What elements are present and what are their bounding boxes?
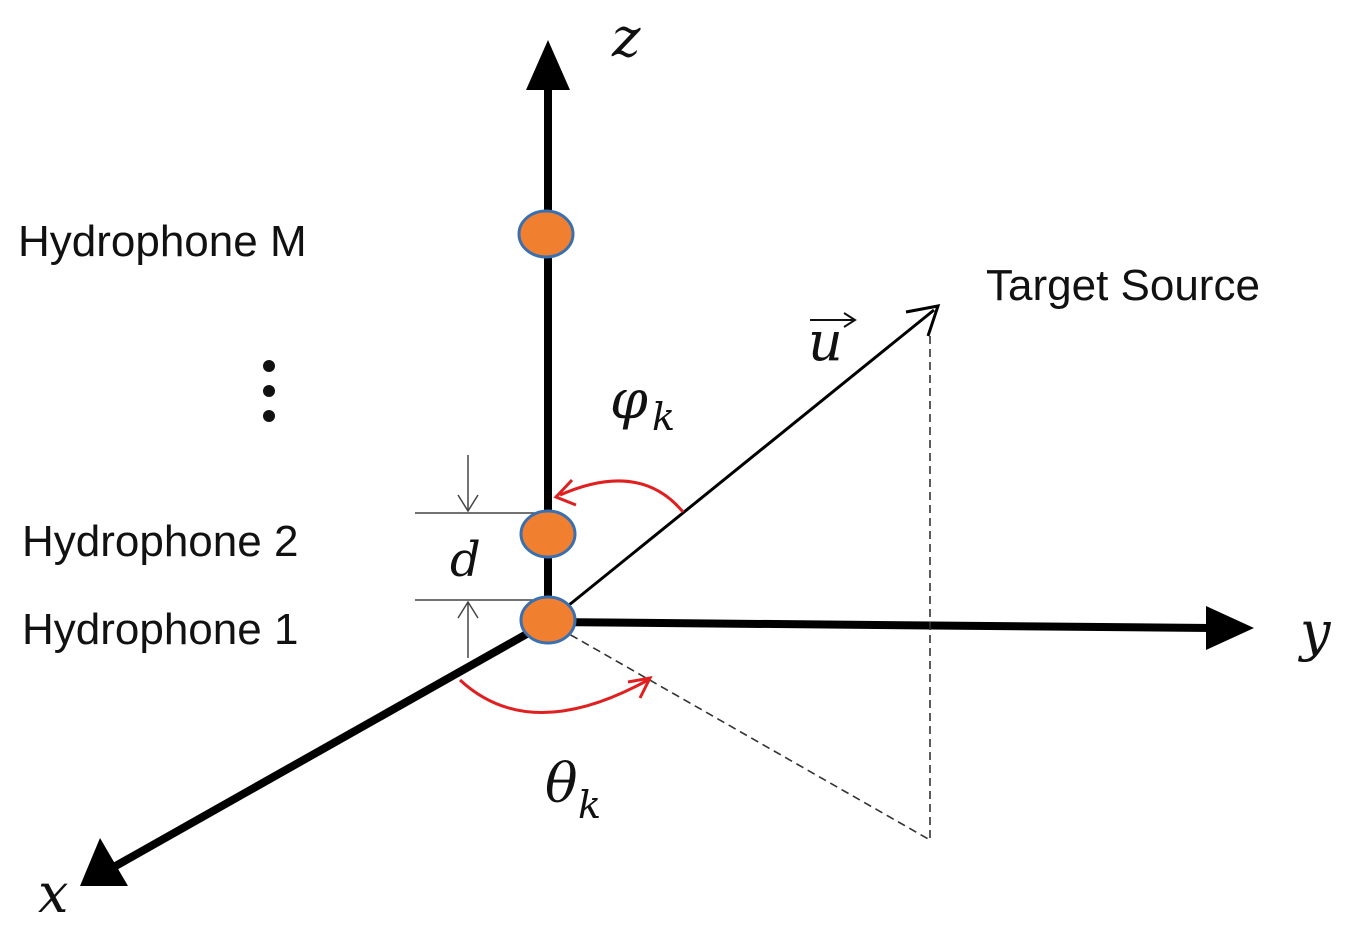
hydrophone-1-label: Hydrophone 1	[22, 605, 298, 654]
elevation-angle-symbol: φ	[610, 368, 648, 431]
azimuth-angle-arc	[458, 678, 649, 714]
azimuth-angle-arrowhead	[627, 675, 653, 699]
elevation-angle-arrowhead	[553, 478, 577, 507]
z-axis-arrowhead	[526, 40, 570, 90]
elevation-angle-arc	[559, 479, 685, 513]
spacing-arrow-down-head	[457, 494, 479, 513]
axis-x-label: x	[38, 862, 68, 925]
azimuth-angle-symbol: θ	[545, 752, 578, 815]
hydrophone-2-label: Hydrophone 2	[22, 517, 298, 566]
target-vector-arrowhead	[905, 304, 941, 337]
y-axis-arrowhead	[1206, 606, 1254, 650]
x-axis-arrowhead	[80, 838, 128, 886]
hydrophone-m-marker	[517, 209, 575, 259]
ellipsis-dot-3	[263, 410, 275, 422]
vector-u-overarrow-head	[843, 312, 857, 328]
ellipsis-dot-2	[263, 385, 275, 397]
x-axis-line	[110, 618, 550, 872]
hydrophone-m-label: Hydrophone M	[18, 217, 307, 266]
axis-z-label: z	[611, 6, 641, 69]
azimuth-angle-subscript: k	[578, 783, 601, 827]
spacing-d-label: d	[450, 532, 481, 588]
target-source-label: Target Source	[986, 261, 1260, 310]
ellipsis-dot-1	[263, 360, 275, 372]
hydrophone-2-marker	[519, 509, 577, 559]
projection-horizontal-dashed	[547, 621, 931, 841]
spacing-arrow-up-head	[457, 600, 479, 619]
y-axis-line	[547, 618, 1213, 632]
elevation-angle-subscript: k	[652, 395, 675, 439]
target-vector-line	[547, 308, 935, 624]
axis-y-label: y	[1298, 600, 1332, 663]
hydrophone-1-marker	[519, 595, 577, 645]
